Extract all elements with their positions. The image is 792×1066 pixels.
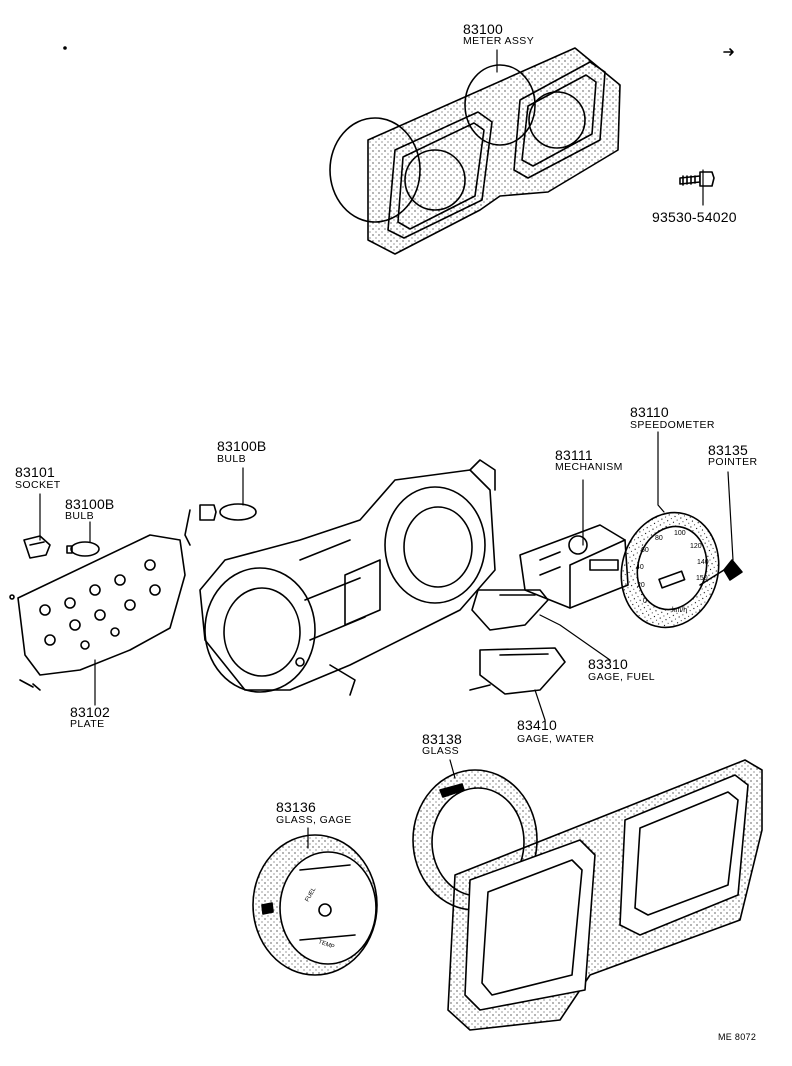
drawing-code: ME 8072 xyxy=(718,1032,757,1042)
speedometer-illustration xyxy=(620,511,720,629)
dial-tick: 100 xyxy=(674,530,686,537)
dial-tick: 40 xyxy=(636,564,644,571)
dial-tick: 120 xyxy=(690,543,702,550)
socket-illustration xyxy=(23,535,51,559)
glass-gage-illustration xyxy=(252,834,378,976)
dial-tick: 150 xyxy=(696,575,708,582)
dial-tick: 60 xyxy=(641,547,649,554)
bulb-top-number: 83100B xyxy=(217,438,267,454)
gage-fuel-number: 83310 xyxy=(588,656,628,672)
screw-number: 93530-54020 xyxy=(652,209,737,225)
dial-tick: 140 xyxy=(697,559,709,566)
screw-illustration xyxy=(679,171,715,187)
glass-name: GLASS xyxy=(422,745,460,757)
socket-number: 83101 xyxy=(15,464,55,480)
leader-lines xyxy=(39,49,734,849)
bulb-top-name: BULB xyxy=(217,453,247,465)
meter-assy-name: METER ASSY xyxy=(463,35,535,47)
gage-water-name: GAGE, WATER xyxy=(517,733,595,745)
gage-water-number: 83410 xyxy=(517,717,557,733)
plate-name: PLATE xyxy=(70,718,105,730)
gages-illustration xyxy=(469,589,566,695)
dial-unit: km/h xyxy=(672,607,687,614)
pointer-illustration xyxy=(699,559,743,586)
mechanism-number: 83111 xyxy=(555,447,593,463)
dial-scale: 0 20 40 60 80 100 120 140 150 km/h xyxy=(636,530,709,614)
bulb-left-number: 83100B xyxy=(65,496,115,512)
glass-number: 83138 xyxy=(422,731,462,747)
bulb-left-illustration xyxy=(66,541,100,557)
bulb-top-illustration xyxy=(184,503,257,546)
gage-fuel-name: GAGE, FUEL xyxy=(588,671,656,683)
plate-illustration xyxy=(9,534,186,691)
meter-assy-illustration xyxy=(63,46,734,255)
dial-tick: 0 xyxy=(643,598,647,605)
pointer-name: POINTER xyxy=(708,456,758,468)
pointer-number: 83135 xyxy=(708,442,748,458)
glass-gage-name: GLASS, GAGE xyxy=(276,814,352,826)
dial-tick: 20 xyxy=(637,582,645,589)
front-bezel-illustration xyxy=(447,759,763,1031)
mechanism-illustration xyxy=(519,524,629,609)
glass-gage-number: 83136 xyxy=(276,799,316,815)
speedometer-number: 83110 xyxy=(630,404,669,420)
socket-name: SOCKET xyxy=(15,479,61,491)
mechanism-name: MECHANISM xyxy=(555,461,623,473)
meter-case-illustration xyxy=(199,459,496,696)
meter-assy-number: 83100 xyxy=(463,21,503,37)
temp-label: TEMP xyxy=(317,939,335,950)
bulb-left-name: BULB xyxy=(65,510,95,522)
speedometer-name: SPEEDOMETER xyxy=(630,419,715,431)
plate-number: 83102 xyxy=(70,704,110,720)
dial-tick: 80 xyxy=(655,535,663,542)
